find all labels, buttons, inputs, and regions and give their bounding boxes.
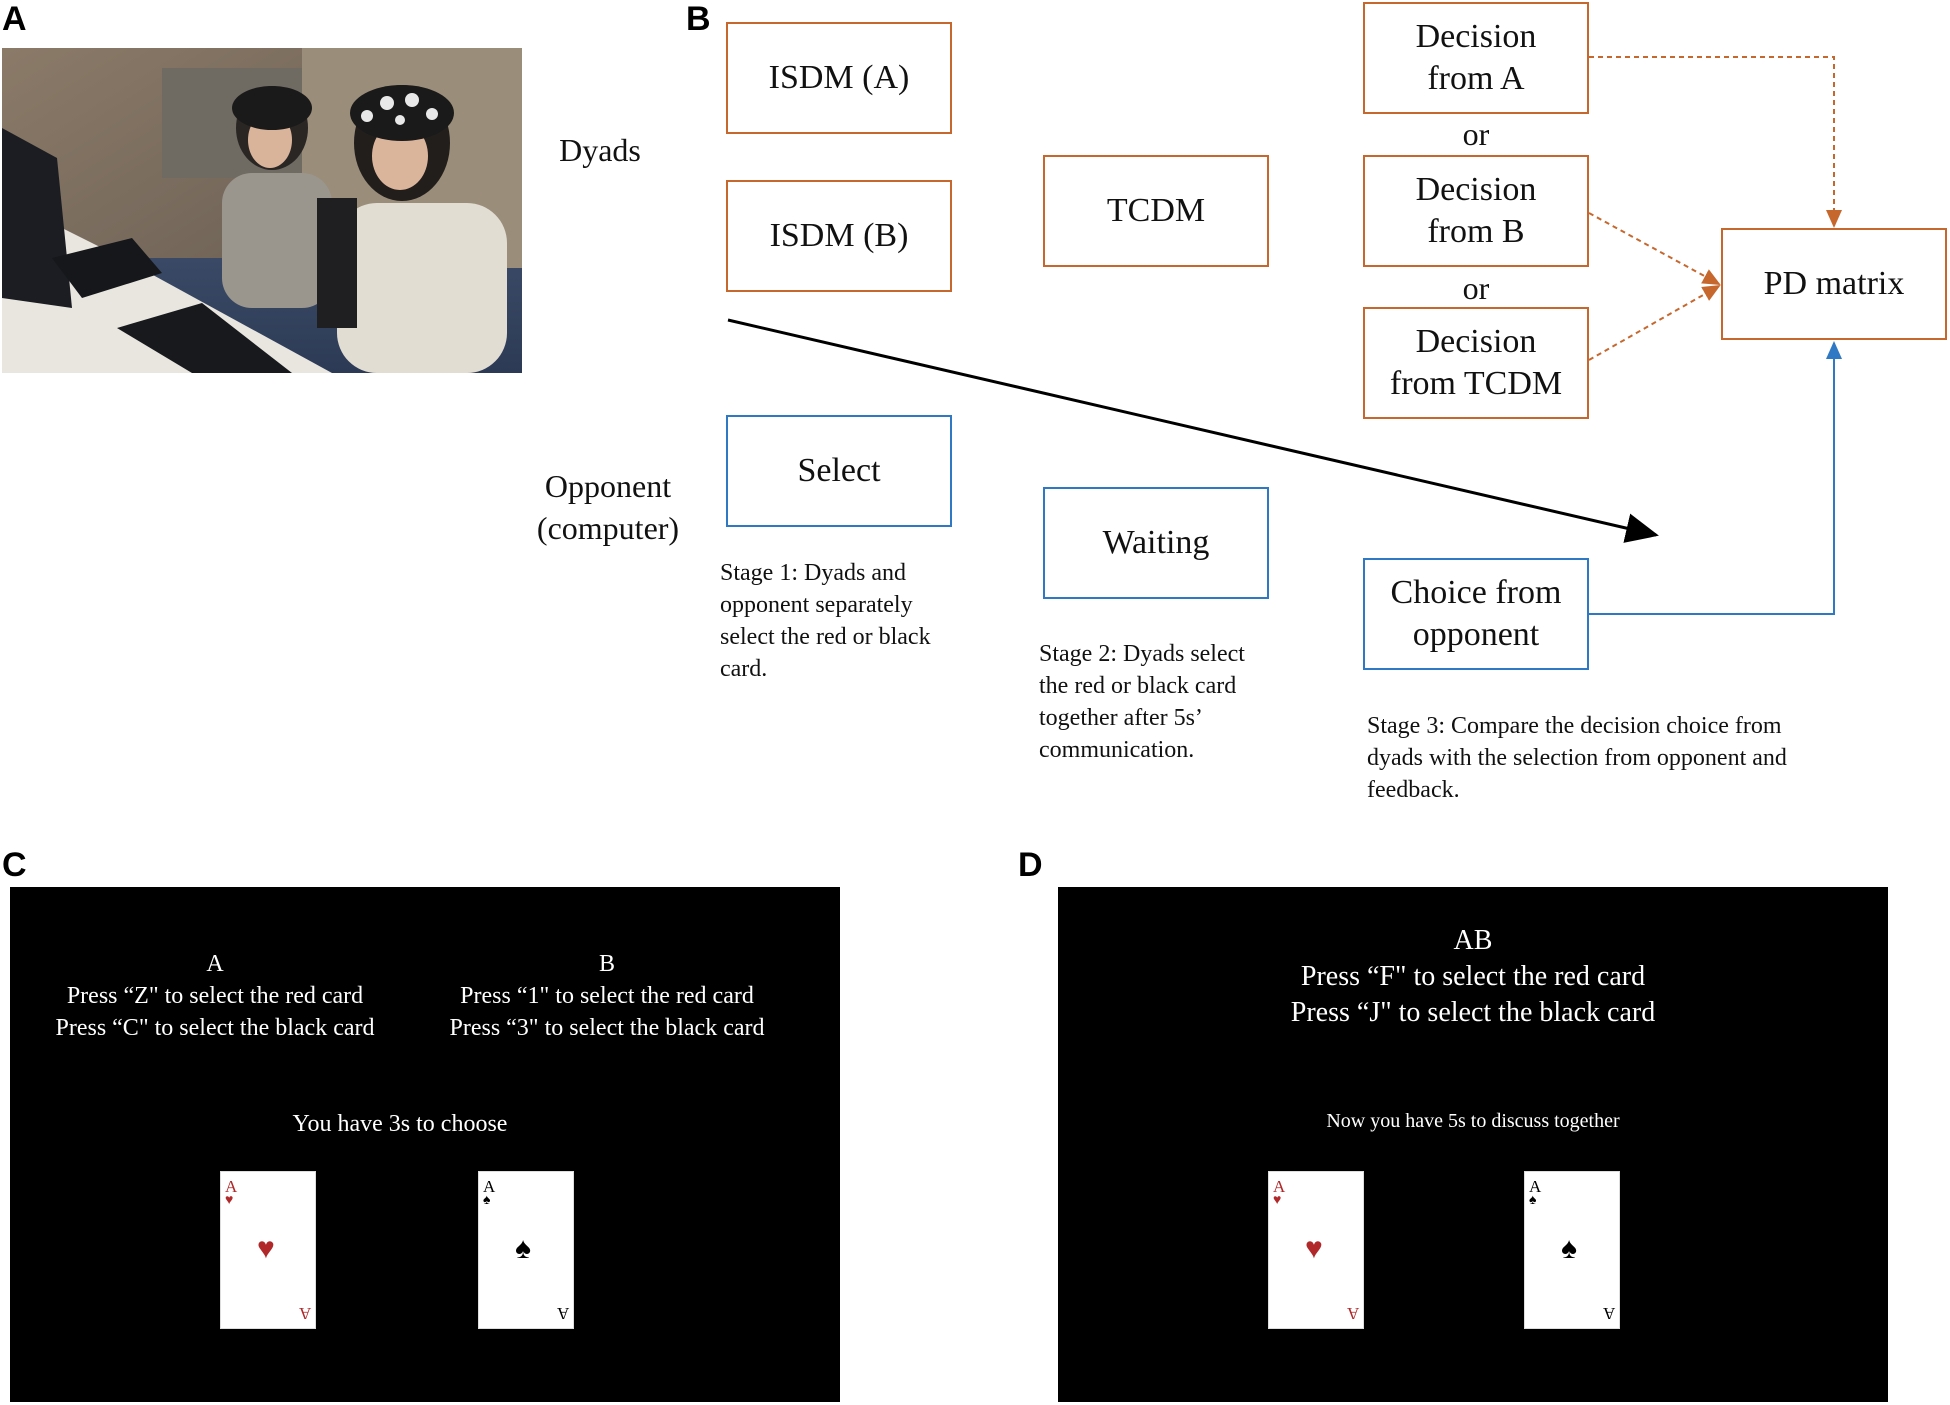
d-red-card: A ♥ ♥ A [1268, 1171, 1364, 1329]
waiting-label: Waiting [1102, 524, 1210, 561]
tcdm-box: TCDM [1043, 155, 1269, 267]
isdm-b-box: ISDM (B) [726, 180, 952, 292]
c-a-line2: Press “C" to select the black card [55, 1015, 375, 1041]
pd-matrix-box: PD matrix [1721, 228, 1947, 340]
opponent-label: Opponent (computer) [536, 468, 680, 546]
stage-2-caption: Stage 2: Dyads select the red or black c… [1039, 641, 1245, 763]
c-red-card: A ♥ ♥ A [220, 1171, 316, 1329]
arrow-decision-tcdm-to-pd [1588, 285, 1721, 361]
select-label: Select [797, 452, 881, 489]
d-red-card-small-suit: ♥ [1273, 1193, 1282, 1208]
decision-from-tcdm-label: Decision from TCDM [1389, 323, 1563, 402]
d-black-card-rank: A [1529, 1177, 1542, 1196]
d-red-card-rank: A [1273, 1177, 1286, 1196]
c-red-card-heart-icon: ♥ [257, 1232, 275, 1265]
c-b-title: B [598, 951, 615, 977]
c-red-card-rank-bottom: A [298, 1304, 311, 1323]
c-a-title: A [206, 951, 224, 977]
d-red-card-rank-bottom: A [1346, 1304, 1359, 1323]
c-timer: You have 3s to choose [292, 1111, 508, 1137]
d-line1: Press “F" to select the red card [1300, 961, 1646, 992]
d-line2: Press “J" to select the black card [1290, 997, 1656, 1028]
c-b-line2: Press “3" to select the black card [449, 1015, 765, 1041]
decision-from-a-label: Decision from A [1415, 18, 1537, 97]
isdm-b-label: ISDM (B) [769, 217, 909, 254]
d-black-card-spade-icon: ♠ [1561, 1232, 1577, 1265]
c-black-card: A ♠ ♠ A [478, 1171, 574, 1329]
panel-letter-a: A [2, 0, 27, 38]
choice-from-opponent-box: Choice from opponent [1363, 558, 1589, 670]
or-label-1: or [1462, 116, 1490, 152]
screen-d: AB Press “F" to select the red card Pres… [1058, 887, 1888, 1402]
c-b-line1: Press “1" to select the red card [460, 983, 754, 1009]
decision-from-tcdm-box: Decision from TCDM [1363, 307, 1589, 419]
isdm-a-label: ISDM (A) [768, 59, 910, 96]
c-red-card-rank: A [225, 1177, 238, 1196]
panel-letter-c: C [2, 846, 27, 884]
waiting-box: Waiting [1043, 487, 1269, 599]
dyads-label: Dyads [559, 132, 641, 168]
pd-matrix-label: PD matrix [1763, 265, 1905, 302]
d-black-card: A ♠ ♠ A [1524, 1171, 1620, 1329]
c-black-card-spade-icon: ♠ [515, 1232, 531, 1265]
d-title: AB [1453, 925, 1493, 956]
stage-1-caption: Stage 1: Dyads and opponent separately s… [720, 560, 931, 682]
d-red-card-heart-icon: ♥ [1305, 1232, 1323, 1265]
panel-letter-d: D [1018, 846, 1043, 884]
arrow-opponent-to-pd [1589, 341, 1842, 615]
dyad-photo-illustration [2, 48, 522, 373]
stage-3-caption: Stage 3: Compare the decision choice fro… [1367, 713, 1787, 803]
arrow-decision-b-to-pd [1588, 212, 1721, 285]
panel-letter-b: B [686, 0, 711, 38]
decision-from-b-label: Decision from B [1415, 171, 1537, 250]
screen-c: A Press “Z" to select the red card Press… [10, 887, 840, 1402]
or-label-2: or [1462, 270, 1490, 306]
tcdm-label: TCDM [1106, 192, 1206, 229]
dyad-photo [2, 48, 522, 373]
decision-from-b-box: Decision from B [1363, 155, 1589, 267]
arrow-decision-a-to-pd [1589, 56, 1842, 228]
select-box: Select [726, 415, 952, 527]
isdm-a-box: ISDM (A) [726, 22, 952, 134]
d-discuss: Now you have 5s to discuss together [1326, 1110, 1620, 1132]
c-black-card-rank-bottom: A [556, 1304, 569, 1323]
c-black-card-small-suit: ♠ [483, 1193, 491, 1208]
d-black-card-rank-bottom: A [1602, 1304, 1615, 1323]
decision-from-a-box: Decision from A [1363, 2, 1589, 114]
c-a-line1: Press “Z" to select the red card [66, 983, 364, 1009]
d-black-card-small-suit: ♠ [1529, 1193, 1537, 1208]
choice-from-opponent-label: Choice from opponent [1390, 574, 1562, 653]
c-black-card-rank: A [483, 1177, 496, 1196]
c-red-card-small-suit: ♥ [225, 1193, 234, 1208]
